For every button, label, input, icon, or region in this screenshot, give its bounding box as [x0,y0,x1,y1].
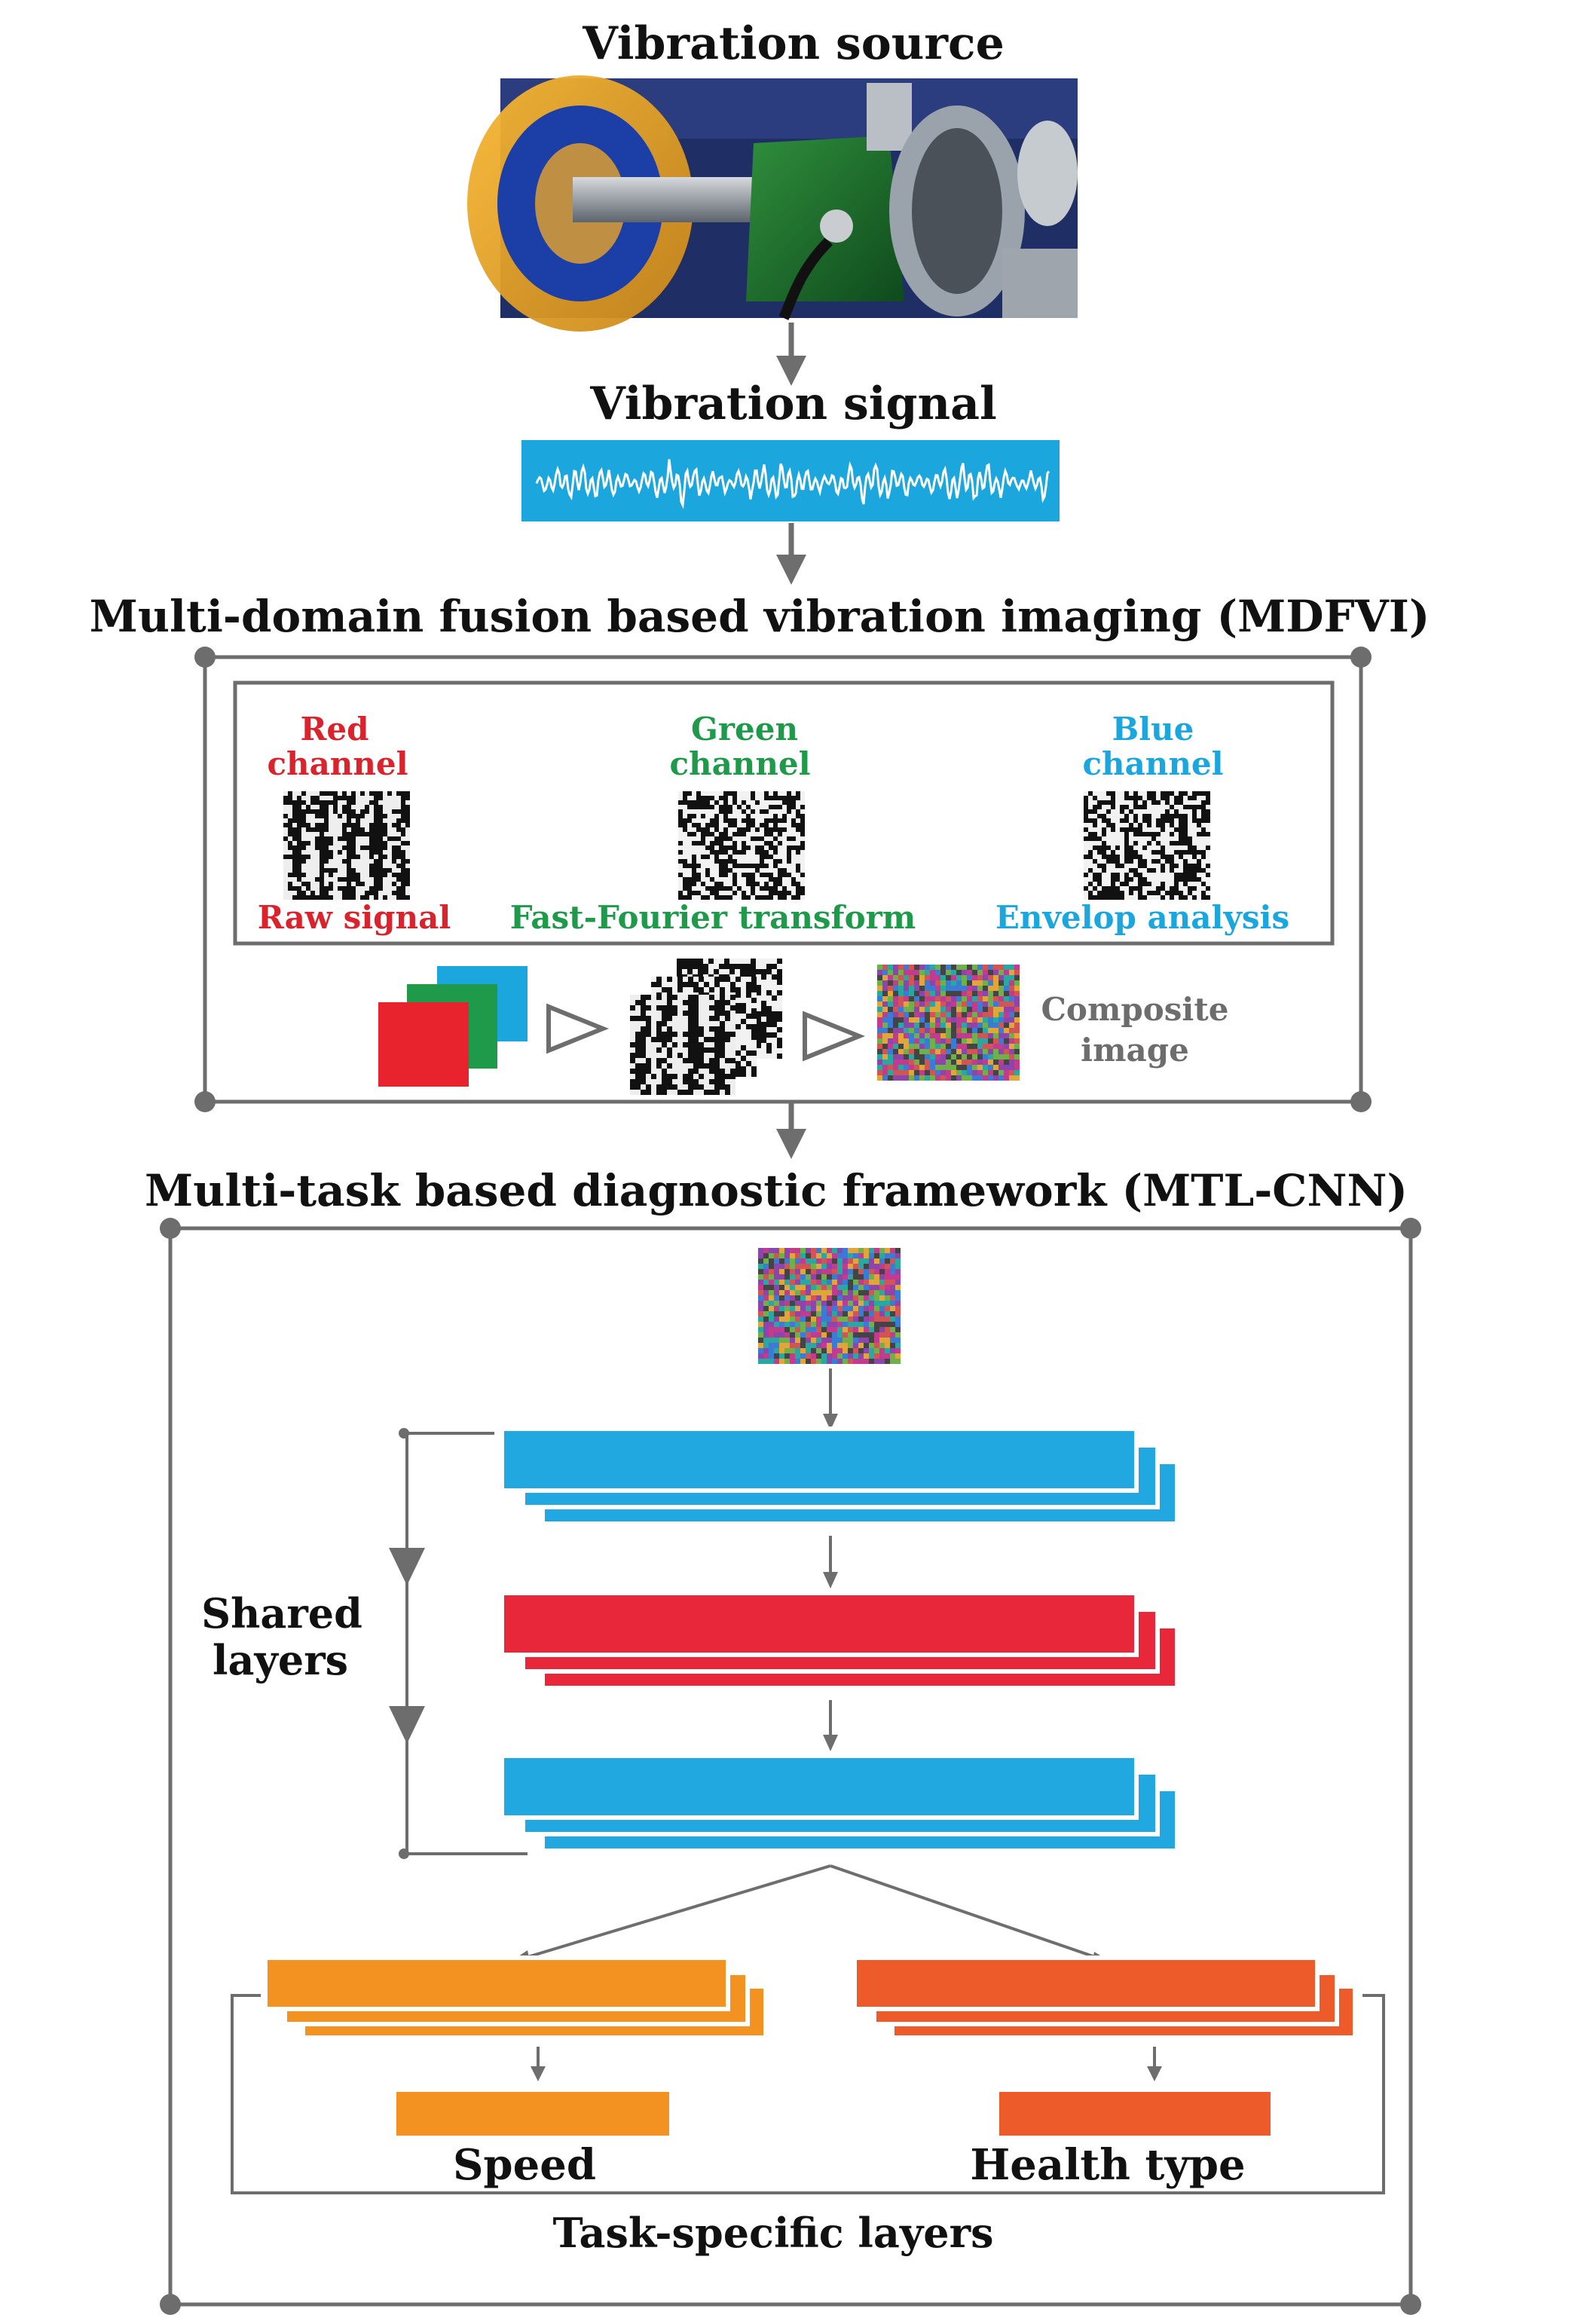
red-channel-label-2: channel [267,745,408,782]
blue-channel-label-1: Blue [1112,711,1194,748]
arrow-speed-to-output [531,2047,546,2081]
triangle-arrow-2 [803,1011,866,1062]
health-type-label: Health type [970,2140,1245,2190]
arrow-source-to-signal [776,323,806,386]
split-arrows [509,1864,1114,1967]
composite-label-1: Composite [1041,991,1229,1028]
raw-signal-image [283,791,410,900]
arrow-layer1-to-layer2 [823,1536,838,1589]
machine-photo [467,75,1078,332]
mdfvi-title: Multi-domain fusion based vibration imag… [90,591,1430,642]
composite-label-2: image [1081,1032,1189,1069]
signal-waveform-box [521,440,1060,521]
green-channel-label-1: Green [691,711,798,748]
red-channel-label-1: Red [301,711,369,748]
shared-layers-label-2: layers [213,1636,348,1684]
arrow-signal-to-mdfvi [776,523,806,585]
stacked-channel-images [630,959,782,1095]
arrow-health-to-output [1147,2047,1162,2081]
source-title: Vibration source [582,17,1005,70]
green-channel-label-2: channel [669,745,810,782]
mtl-title: Multi-task based diagnostic framework (M… [145,1165,1408,1216]
speed-task-layers [263,1956,768,2040]
task-specific-bracket [231,1994,1385,2194]
shared-layers-label-1: Shared [201,1589,362,1638]
mtl-frame [160,1218,1421,2315]
envelope-label: Envelop analysis [995,899,1289,936]
arrow-layer2-to-layer3 [823,1700,838,1751]
input-composite-image [758,1248,901,1364]
blue-channel-label-2: channel [1082,745,1223,782]
channel-panel [233,680,1335,946]
raw-signal-label: Raw signal [258,899,451,936]
task-specific-label: Task-specific layers [553,2209,994,2257]
shared-layer-1 [500,1427,1179,1526]
speed-output-layer [396,2092,669,2136]
signal-title: Vibration signal [589,378,997,430]
health-task-layers [852,1956,1357,2040]
arrow-mdfvi-to-mtl [776,1103,806,1159]
shared-layer-2 [500,1591,1179,1690]
speed-label: Speed [453,2140,596,2190]
arrow-input-to-layer1 [823,1368,838,1430]
signal-waveform [535,459,1050,509]
fft-image [678,791,805,900]
fft-label: Fast-Fourier transform [510,899,916,936]
shared-layers-bracket [389,1428,528,1859]
envelope-image [1084,791,1210,900]
mdfvi-frame [194,647,1372,1112]
triangle-arrow-1 [546,1003,610,1054]
rgb-channel-stack [378,966,528,1087]
composite-image [877,965,1020,1081]
health-output-layer [999,2092,1271,2136]
shared-layer-3 [500,1754,1179,1853]
